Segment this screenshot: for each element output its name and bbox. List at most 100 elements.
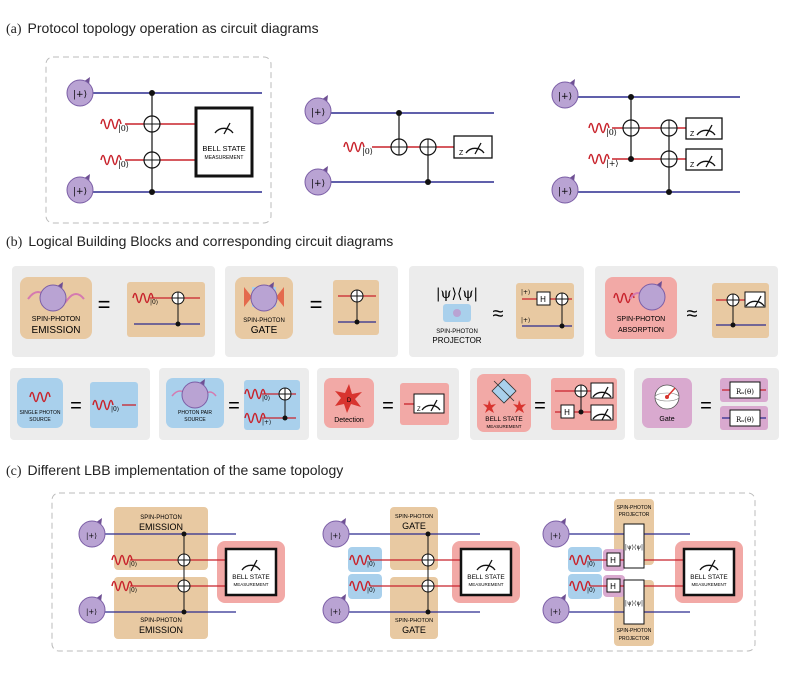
equals-sign: = xyxy=(310,292,323,317)
z-label: Z xyxy=(690,131,695,138)
z-label: Z xyxy=(690,162,695,169)
z-label: Z xyxy=(459,150,464,157)
equals-sign: = xyxy=(70,395,82,417)
lbb-label: SPIN-PHOTON xyxy=(32,316,81,323)
block-label: SPIN-PHOTON xyxy=(617,505,652,511)
lbb-label: Gate xyxy=(659,416,674,423)
equals-sign: = xyxy=(98,292,111,317)
gate-block xyxy=(390,577,438,639)
block-label-big: EMISSION xyxy=(139,625,183,635)
lbb-photon-pair-source: PHOTON PAIR SOURCE = |0⟩ |+⟩ xyxy=(159,368,309,440)
lbb-label: PHOTON PAIR xyxy=(178,410,212,416)
approx-sign: ≈ xyxy=(493,303,504,325)
hadamard-label: H xyxy=(564,408,570,417)
block-label: SPIN-PHOTON xyxy=(395,618,433,624)
z-measurement-box xyxy=(453,135,493,159)
bell-sublabel: MEASUREMENT xyxy=(205,155,244,161)
circuit-bg xyxy=(712,283,769,338)
bell-sublabel: MEASUREMENT xyxy=(468,582,503,587)
bell-measurement-box xyxy=(682,547,736,597)
ket-zero: |0⟩ xyxy=(606,128,617,137)
ket-plus: |+⟩ xyxy=(606,159,619,168)
approx-sign: ≈ xyxy=(687,303,698,325)
z-measurement-box xyxy=(685,148,723,171)
ket-zero: |0⟩ xyxy=(111,406,119,413)
detector-symbol: D xyxy=(347,398,352,404)
implementation-3: SPIN-PHOTON PROJECTOR SPIN-PHOTON PROJEC… xyxy=(541,499,743,646)
projector-box xyxy=(623,523,645,569)
projector-operator: |ψ⟩⟨ψ| xyxy=(625,600,643,607)
topology-2: |+⟩ |+⟩ |0⟩ Z xyxy=(303,93,494,197)
lbb-label: SPIN-PHOTON xyxy=(243,318,285,324)
ket-plus: |+⟩ xyxy=(86,608,97,616)
lbb-label-big: ABSORPTION xyxy=(618,327,664,334)
detector-burst-icon xyxy=(335,384,362,413)
control-dot xyxy=(149,90,155,96)
projector-operator: |ψ⟩⟨ψ| xyxy=(625,544,643,551)
projector-operator: |ψ⟩⟨ψ| xyxy=(436,286,478,302)
ket-plus: |+⟩ xyxy=(550,532,561,540)
ket-plus: |+⟩ xyxy=(330,532,341,540)
hadamard-label: H xyxy=(610,556,616,565)
source-block xyxy=(348,547,382,572)
section-a-label: (a)Protocol topology operation as circui… xyxy=(6,20,319,38)
bell-measurement-box xyxy=(459,547,513,597)
circuit-bg xyxy=(127,282,205,337)
ket-plus: |+⟩ xyxy=(73,90,87,100)
ket-zero: |0⟩ xyxy=(150,299,158,306)
section-b-tag: (b) xyxy=(6,235,23,250)
z-measurement-box xyxy=(685,117,723,140)
section-c-label: (c) Different LBB implementation of the s… xyxy=(6,462,343,480)
block-label: SPIN-PHOTON xyxy=(140,618,182,624)
source-block xyxy=(568,547,602,572)
ket-zero: |0⟩ xyxy=(587,587,595,594)
photon-pulse-icon xyxy=(343,141,365,153)
hadamard-label: H xyxy=(610,582,616,591)
bell-measurement-box xyxy=(224,547,278,597)
lbb-label-big: GATE xyxy=(251,325,278,336)
lbb-spin-photon-projector: |ψ⟩⟨ψ| SPIN-PHOTON PROJECTOR ≈ |+⟩ |+⟩ H xyxy=(409,266,584,357)
ket-plus: |+⟩ xyxy=(73,187,87,197)
lbb-label: SINGLE PHOTON xyxy=(19,410,60,416)
ket-zero: |0⟩ xyxy=(118,124,129,133)
bell-measurement-box xyxy=(194,106,254,178)
ket-plus: |+⟩ xyxy=(521,317,530,324)
z-label: Z xyxy=(417,407,421,413)
hadamard-label: H xyxy=(540,295,546,304)
control-dot xyxy=(425,179,431,185)
section-c-tag: (c) xyxy=(6,464,22,479)
ket-plus: |+⟩ xyxy=(330,608,341,616)
lbb-label: SOURCE xyxy=(184,417,206,423)
rotation-label: Rₙ(θ) xyxy=(736,416,754,424)
lbb-detection: D Detection = Z xyxy=(317,368,459,440)
ket-plus: |+⟩ xyxy=(558,187,572,197)
ket-zero: |0⟩ xyxy=(129,561,137,568)
section-c-title: Different LBB implementation of the same… xyxy=(27,462,344,478)
bell-label: BELL STATE xyxy=(690,574,728,581)
lbb-label-big: PROJECTOR xyxy=(432,336,481,345)
bell-label: BELL STATE xyxy=(467,574,505,581)
lbb-label: Detection xyxy=(334,417,364,424)
bell-label: BELL STATE xyxy=(202,144,245,153)
source-icon-bg xyxy=(17,378,63,428)
projector-box xyxy=(623,579,645,625)
circuit-bg xyxy=(333,280,379,335)
section-a-title: Protocol topology operation as circuit d… xyxy=(27,20,319,36)
bell-sublabel: MEASUREMENT xyxy=(233,582,268,587)
section-b-label: (b)Logical Building Blocks and correspon… xyxy=(6,233,393,251)
implementation-2: SPIN-PHOTON GATE SPIN-PHOTON GATE |+⟩ |+… xyxy=(321,507,520,639)
ket-zero: |0⟩ xyxy=(262,395,270,402)
lbb-label: BELL STATE xyxy=(485,416,523,423)
lbb-spin-photon-emission: SPIN-PHOTON EMISSION = |0⟩ xyxy=(12,266,215,357)
circuit-bg xyxy=(244,380,300,430)
topology-1-frame xyxy=(45,56,272,224)
ket-zero: |0⟩ xyxy=(367,587,375,594)
block-label: PROJECTOR xyxy=(619,512,650,518)
topology-3: |+⟩ |+⟩ |0⟩ |+⟩ Z Z xyxy=(550,77,740,205)
source-block xyxy=(568,574,602,599)
lbb-single-photon-source: SINGLE PHOTON SOURCE = |0⟩ xyxy=(10,368,150,440)
block-label-big: GATE xyxy=(402,625,426,635)
control-dot xyxy=(149,189,155,195)
circuit-bg xyxy=(90,382,138,428)
